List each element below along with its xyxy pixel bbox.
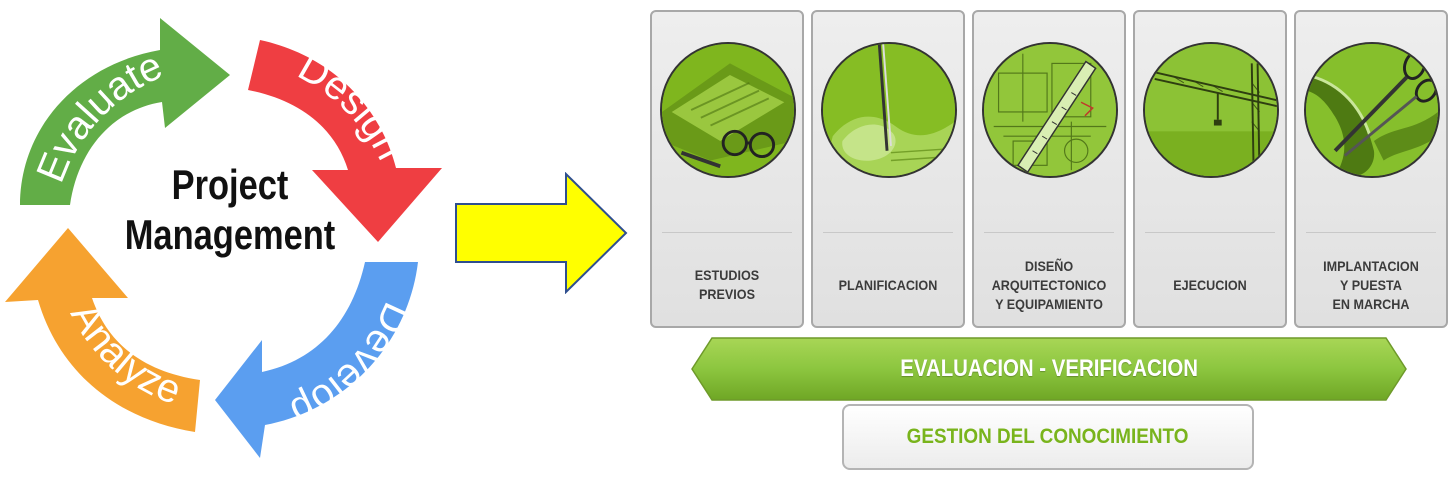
right-arrow-icon (455, 172, 628, 294)
scissors-ribbon-icon (1304, 42, 1440, 178)
card-divider (823, 232, 953, 233)
design-arrow (248, 40, 442, 242)
cycle-diagram: Evaluate Design Develop Analyze (5, 18, 442, 458)
develop-arrow (215, 262, 418, 458)
crane-icon (1143, 42, 1279, 178)
evaluation-label: EVALUACION - VERIFICACION (900, 355, 1198, 382)
phase-label: IMPLANTACION Y PUESTA EN MARCHA (1323, 257, 1419, 312)
phase-card-estudios: ESTUDIOS PREVIOS (650, 10, 804, 328)
phase-card-planificacion: PLANIFICACION (811, 10, 965, 328)
hand-writing-icon (821, 42, 957, 178)
blueprint-ruler-icon (982, 42, 1118, 178)
knowledge-management-box: GESTION DEL CONOCIMIENTO (842, 404, 1254, 470)
phase-label: ESTUDIOS PREVIOS (694, 267, 760, 302)
phase-card-diseno: DISEÑO ARQUITECTONICO Y EQUIPAMIENTO (972, 10, 1126, 328)
evaluate-arrow (20, 18, 230, 205)
cycle-title-line2: Management (124, 211, 336, 258)
card-divider (662, 232, 792, 233)
cycle-center-title: Project Management (123, 160, 336, 260)
card-divider (1145, 232, 1275, 233)
project-management-cycle: Evaluate Design Develop Analyze Project … (0, 0, 450, 476)
phase-card-ejecucion: EJECUCION (1133, 10, 1287, 328)
phase-label: PLANIFICACION (838, 276, 938, 293)
phase-label: EJECUCION (1173, 276, 1247, 293)
phase-card-implantacion: IMPLANTACION Y PUESTA EN MARCHA (1294, 10, 1448, 328)
analyze-arrow (5, 228, 200, 432)
evaluation-bar (691, 337, 1407, 401)
cycle-title-line1: Project (171, 161, 289, 208)
card-divider (1306, 232, 1436, 233)
knowledge-management-label: GESTION DEL CONOCIMIENTO (907, 425, 1189, 448)
card-divider (984, 232, 1114, 233)
laptop-glasses-icon (660, 42, 796, 178)
phase-label: DISEÑO ARQUITECTONICO Y EQUIPAMIENTO (991, 257, 1107, 312)
